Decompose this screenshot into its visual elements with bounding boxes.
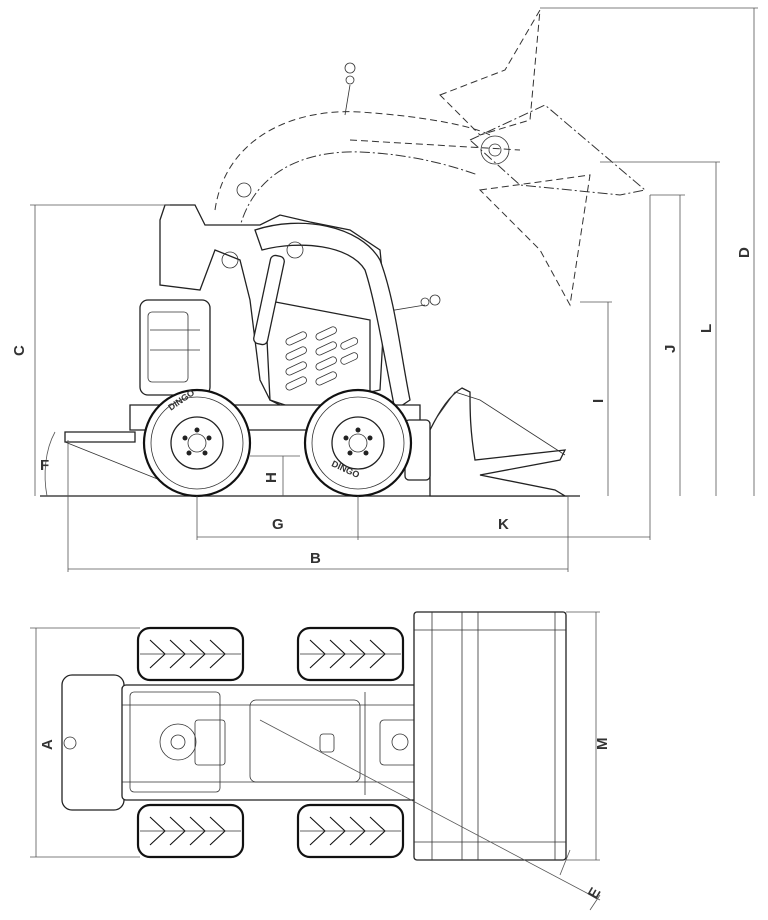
- label-K: K: [498, 516, 509, 533]
- top-bucket: [413, 611, 567, 861]
- top-dimension-lines: [30, 611, 601, 911]
- top-label-A: A: [39, 739, 56, 750]
- top-view: A M E: [30, 611, 611, 911]
- dimension-lines: [30, 7, 758, 572]
- label-I: I: [590, 399, 607, 403]
- raised-arm-outline: [214, 111, 521, 236]
- top-tire-rear-lower: [136, 803, 245, 859]
- lowered-arm: [254, 222, 411, 412]
- lift-cylinder: [253, 254, 285, 346]
- label-D: D: [736, 247, 753, 258]
- top-label-M: M: [594, 738, 611, 751]
- top-chassis: [121, 684, 423, 801]
- top-rear-platform: [61, 674, 125, 811]
- top-tire-front-lower: [296, 803, 405, 859]
- top-tire-front-upper: [296, 626, 405, 682]
- vent-slots: [285, 326, 359, 391]
- front-wheel: DINGO: [303, 388, 413, 498]
- side-view: DINGO DINGO: [11, 7, 758, 572]
- rear-platform: [64, 431, 136, 443]
- label-F: F: [40, 457, 49, 474]
- engine-block: [139, 299, 211, 396]
- label-B: B: [310, 550, 321, 567]
- label-H: H: [263, 472, 280, 483]
- top-label-E: E: [585, 885, 605, 902]
- top-tire-rear-upper: [136, 626, 245, 682]
- label-L: L: [698, 324, 715, 333]
- label-C: C: [11, 345, 28, 356]
- lowered-bucket: [404, 387, 568, 497]
- rear-wheel: DINGO: [142, 387, 252, 498]
- raised-bucket-outline: [439, 9, 647, 307]
- label-J: J: [662, 345, 679, 353]
- label-G: G: [272, 516, 284, 533]
